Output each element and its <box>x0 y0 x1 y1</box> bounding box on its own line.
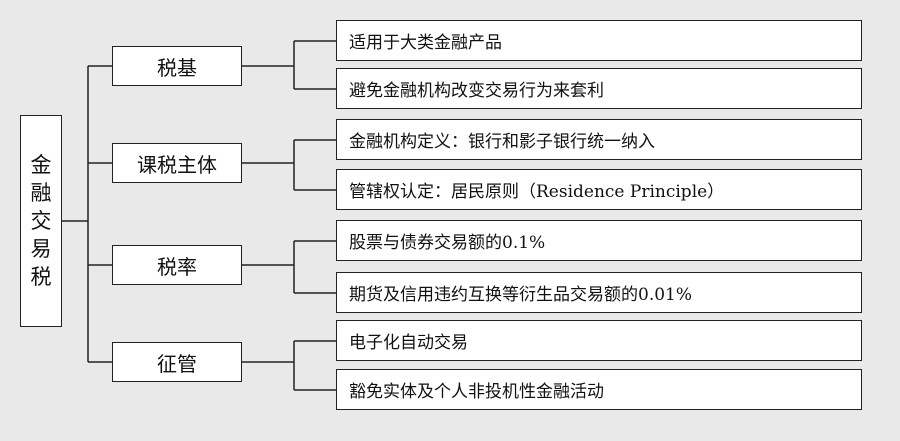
leaf-node: 期货及信用违约互换等衍生品交易额的0.01% <box>336 272 862 313</box>
leaf-node: 电子化自动交易 <box>336 320 862 361</box>
category-node-taxpayer: 课税主体 <box>112 143 242 183</box>
category-node-tax-rate: 税率 <box>112 245 242 285</box>
leaf-node: 股票与债券交易额的0.1% <box>336 220 862 261</box>
leaf-node: 避免金融机构改变交易行为来套利 <box>336 68 862 109</box>
leaf-node: 管辖权认定：居民原则（Residence Principle） <box>336 169 862 210</box>
category-node-administration: 征管 <box>112 342 242 382</box>
root-label-char: 融 <box>30 181 52 205</box>
leaf-node: 豁免实体及个人非投机性金融活动 <box>336 369 862 410</box>
root-node: 金融交易税 <box>20 115 62 327</box>
leaf-node: 适用于大类金融产品 <box>336 20 862 61</box>
leaf-node: 金融机构定义：银行和影子银行统一纳入 <box>336 119 862 160</box>
category-node-tax-base: 税基 <box>112 46 242 86</box>
root-label-char: 易 <box>30 237 52 261</box>
root-label-char: 金 <box>30 153 52 177</box>
root-label-char: 交 <box>30 209 52 233</box>
root-label-char: 税 <box>30 265 52 289</box>
